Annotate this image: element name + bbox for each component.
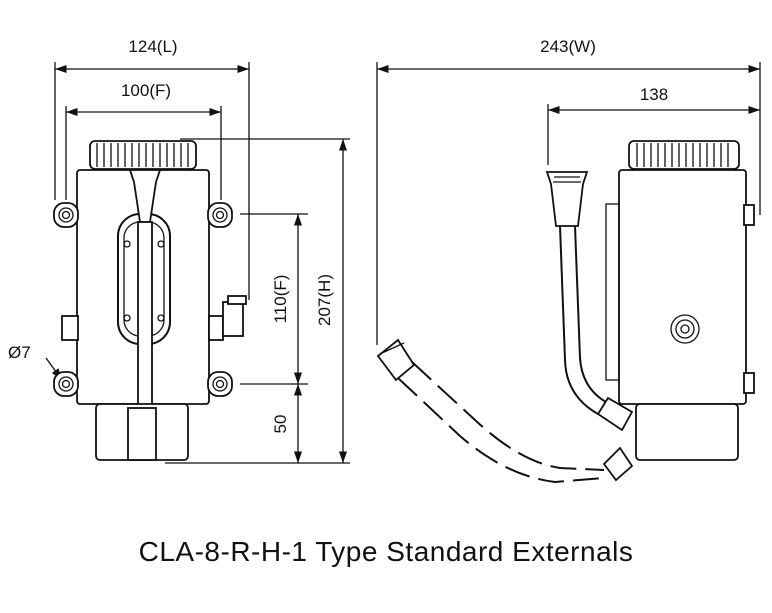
side-cap-knurl xyxy=(636,143,729,167)
dim-label-body: 138 xyxy=(640,85,668,104)
outlet-fitting xyxy=(222,301,244,337)
mounting-hole-top-right xyxy=(207,202,233,228)
dim-label-base: 50 xyxy=(271,415,290,434)
mounting-hole-top-left xyxy=(53,202,79,228)
side-view: 243(W) 138 xyxy=(376,37,761,484)
dim-label-fixing: 100(F) xyxy=(121,81,171,100)
mounting-hole-bottom-right xyxy=(207,371,233,397)
front-view: 124(L) 100(F) 110(F) 207(H) 50 Ø7 xyxy=(8,37,350,464)
mounting-hole-bottom-left xyxy=(53,371,79,397)
side-pump-body xyxy=(618,169,747,405)
dim-label-hole-diameter: Ø7 xyxy=(8,343,31,362)
side-pump-base xyxy=(635,403,739,461)
dim-label-width: 243(W) xyxy=(540,37,596,56)
dim-label-height: 207(H) xyxy=(315,274,334,326)
dim-label-hole-spacing: 110(F) xyxy=(271,275,290,324)
drawing-caption: CLA-8-R-H-1 Type Standard Externals xyxy=(138,536,634,567)
sight-glass xyxy=(670,314,700,344)
cap-knurl xyxy=(96,143,189,167)
dim-label-length: 124(L) xyxy=(128,37,177,56)
